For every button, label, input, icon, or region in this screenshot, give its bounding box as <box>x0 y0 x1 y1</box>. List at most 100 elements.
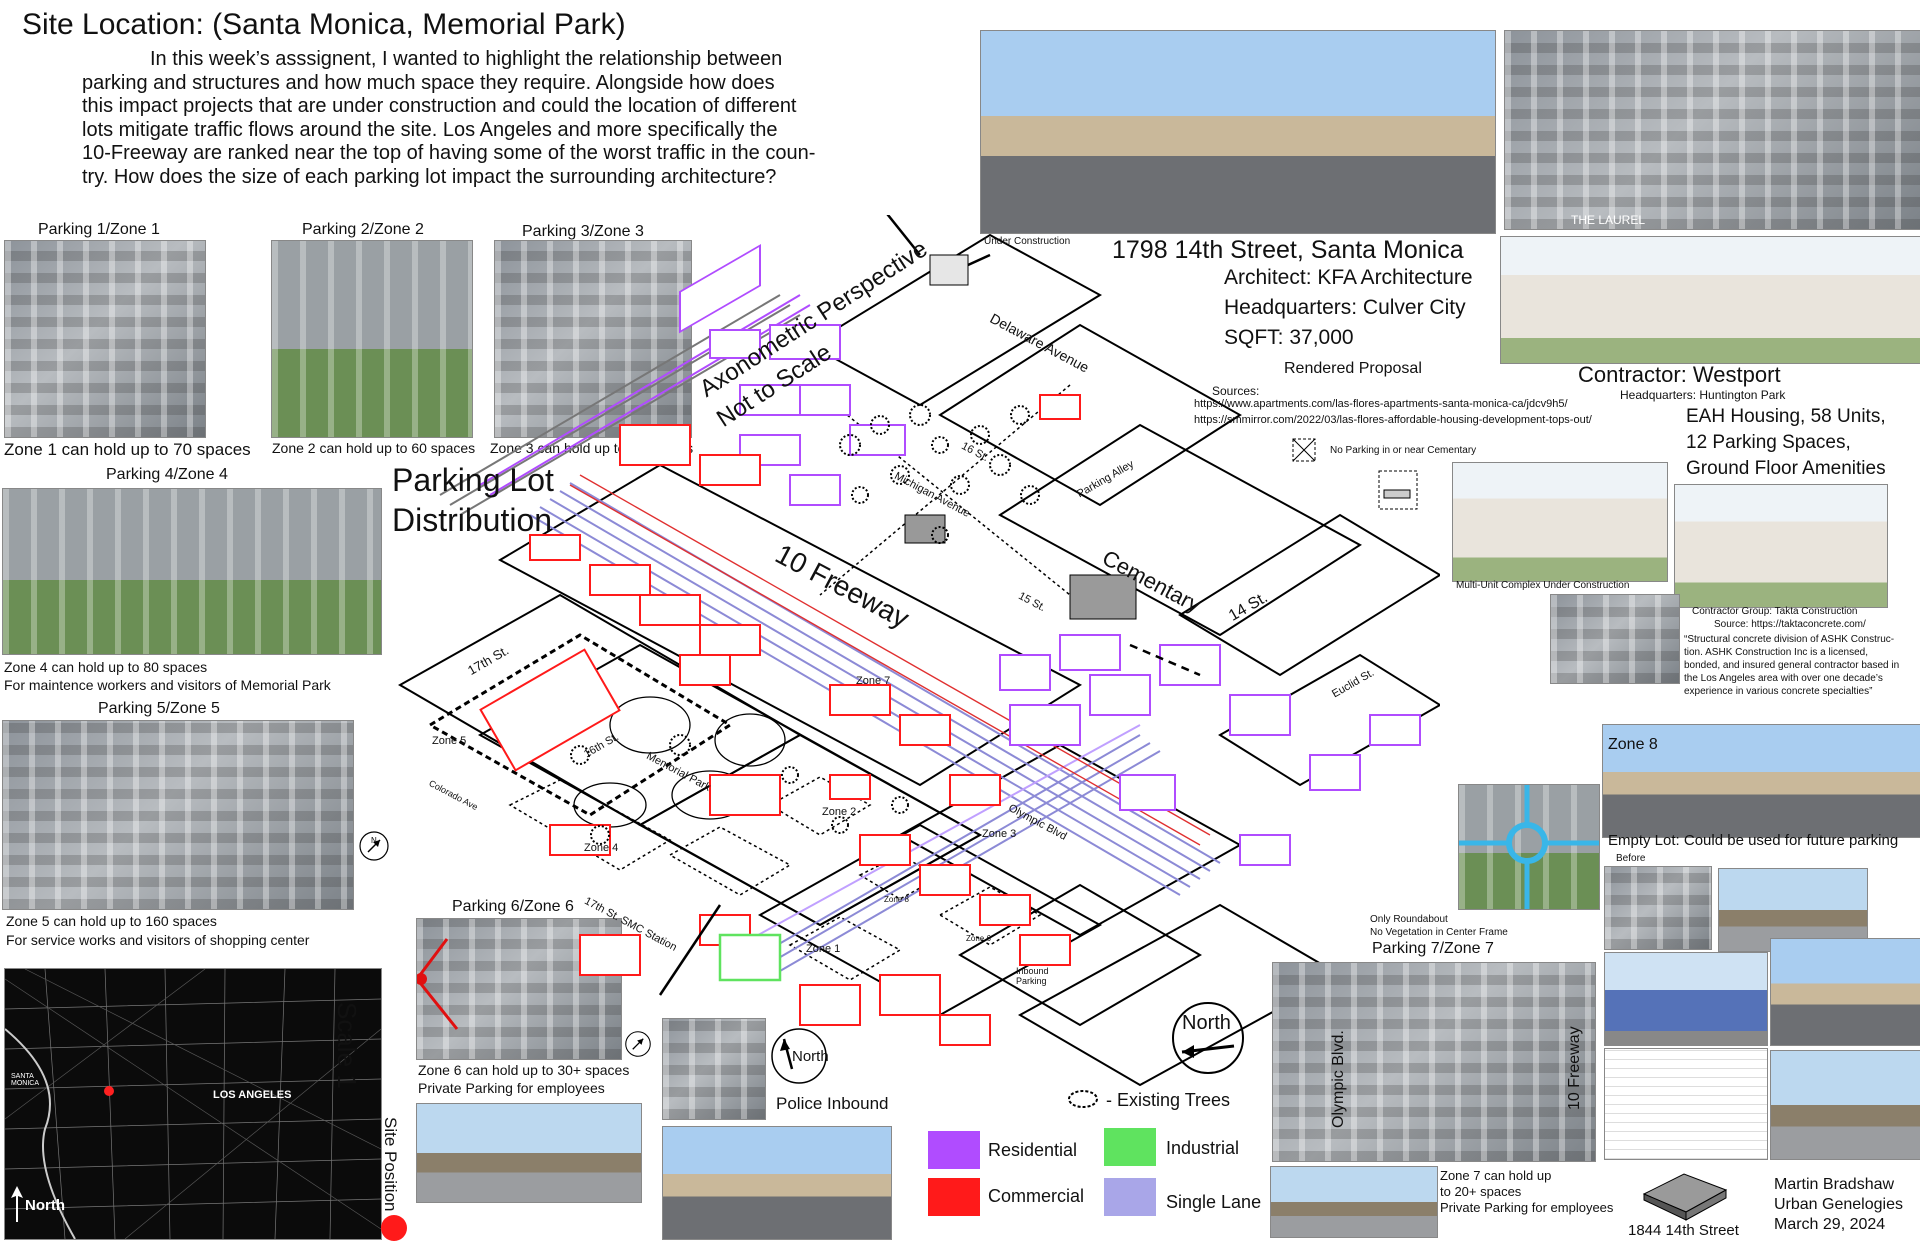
zone-6-label: Zone 6 <box>966 934 991 943</box>
parking-2-photo <box>271 240 473 438</box>
quote-line: tion. ASHK Construction Inc is a license… <box>1684 647 1868 658</box>
zone-8-photo <box>1602 724 1920 838</box>
legend-residential-swatch <box>928 1131 980 1169</box>
multi-unit-label: Multi-Unit Complex Under Construction <box>1456 580 1630 591</box>
north-compass-small-icon <box>771 1028 827 1084</box>
intro-line: lots mitigate traffic flows around the s… <box>82 118 778 141</box>
freeway-10-label: 10 Freeway <box>1566 1026 1583 1110</box>
zone-3-label: Zone 3 <box>982 828 1017 840</box>
the-laurel-aerial-photo: THE LAUREL <box>1504 30 1920 230</box>
parking-7-street-photo <box>1270 1166 1438 1238</box>
complex-photo-1 <box>1604 952 1768 1046</box>
roundabout-label-2: No Vegetation in Center Frame <box>1370 927 1508 938</box>
source-link-2[interactable]: https://smmirror.com/2022/03/las-flores-… <box>1194 414 1592 426</box>
parking-6-caption: Zone 6 can hold up to 30+ spaces <box>418 1062 630 1078</box>
takta-quote: “Structural concrete division of ASHK Co… <box>1684 633 1899 698</box>
rendered-proposal-photo <box>1500 236 1920 364</box>
rendered-proposal-label: Rendered Proposal <box>1284 360 1422 377</box>
zone-1-label: Zone 1 <box>806 943 841 955</box>
roundabout-label: Only Roundabout <box>1370 914 1448 925</box>
site-position-dot-icon <box>381 1215 407 1241</box>
eah-housing-3: Ground Floor Amenities <box>1686 458 1886 479</box>
north-arrow-small-icon: N <box>359 831 389 861</box>
inbound-parking-label: Inbound Parking <box>1016 966 1049 986</box>
eah-building-photo <box>1674 484 1888 608</box>
parking-5-title: Parking 5/Zone 5 <box>98 700 220 717</box>
police-inbound-label: Police Inbound <box>776 1094 889 1113</box>
parking-5-caption-2: For service works and visitors of shoppi… <box>6 932 310 948</box>
parking-6-street-photo <box>416 1103 642 1203</box>
parking-2-title: Parking 2/Zone 2 <box>302 221 424 238</box>
zone-7-label: Zone 7 <box>856 675 891 687</box>
legend-single-lane-label: Single Lane <box>1166 1192 1262 1212</box>
parking-4-photo <box>2 488 382 655</box>
parking-1-caption: Zone 1 can hold up to 70 spaces <box>4 440 251 459</box>
map-label-los-angeles: LOS ANGELES <box>213 1089 292 1101</box>
under-construction-label: Under Construction <box>984 236 1071 247</box>
north-compass-label: North <box>1182 1012 1231 1034</box>
no-parking-label: No Parking in or near Cementary <box>1330 445 1477 456</box>
tree-legend-icon <box>1068 1090 1098 1108</box>
author-course: Urban Genelogies <box>1774 1196 1903 1213</box>
olympic-blvd-label: Olympic Blvd. <box>1330 1030 1347 1128</box>
parking-5-caption: Zone 5 can hold up to 160 spaces <box>6 913 217 929</box>
parking-7-caption-2: to 20+ spaces <box>1440 1184 1522 1199</box>
quote-line: the Los Angeles area with over one decad… <box>1684 673 1883 684</box>
quote-line: “Structural concrete division of ASHK Co… <box>1684 634 1895 645</box>
before-label: Before <box>1616 853 1646 864</box>
document-photo <box>1604 1048 1768 1160</box>
project-hq: Headquarters: Culver City <box>1224 296 1466 319</box>
legend-trees-label: - Existing Trees <box>1106 1090 1231 1110</box>
legend-industrial-swatch <box>1104 1128 1156 1166</box>
source-link-1[interactable]: https://www.apartments.com/las-flores-ap… <box>1194 398 1568 410</box>
parking-7-title: Parking 7/Zone 7 <box>1372 940 1494 957</box>
zone-5-label: Zone 5 <box>432 735 467 747</box>
contractor-label: Contractor: Westport <box>1578 362 1781 387</box>
intro-paragraph: In this week’s asssignent, I wanted to h… <box>82 48 815 189</box>
legend-industrial-label: Industrial <box>1166 1138 1240 1158</box>
north-compass-icon <box>1172 1002 1244 1074</box>
takta-source: Source: https://taktaconcrete.com/ <box>1714 619 1866 630</box>
empty-lot-label: Empty Lot: Could be used for future park… <box>1608 832 1899 849</box>
zone-2-label: Zone 2 <box>822 806 857 818</box>
eah-housing-2: 12 Parking Spaces, <box>1686 432 1851 453</box>
parking-4-caption-2: For maintence workers and visitors of Me… <box>4 677 331 693</box>
address-1844: 1844 14th Street <box>1628 1222 1739 1239</box>
parking-7-caption-3: Private Parking for employees <box>1440 1200 1614 1215</box>
parking-2-caption: Zone 2 can hold up to 60 spaces <box>272 440 476 456</box>
quote-line: experience in various concrete specialti… <box>1684 686 1873 697</box>
map-north-arrow-icon <box>11 1186 23 1222</box>
los-angeles-map: LOS ANGELES SANTA MONICA North <box>4 968 382 1240</box>
author-date: March 29, 2024 <box>1774 1216 1886 1233</box>
legend-single-lane-swatch <box>1104 1178 1156 1216</box>
the-laurel-label: THE LAUREL <box>1571 213 1646 227</box>
zone-4-label: Zone 4 <box>584 842 619 854</box>
project-address: 1798 14th Street, Santa Monica <box>1112 236 1464 264</box>
parking-distribution-heading-2: Distribution <box>392 502 553 538</box>
sources-label: Sources: <box>1212 384 1260 398</box>
project-architect: Architect: KFA Architecture <box>1224 266 1473 289</box>
parking-6-caption-2: Private Parking for employees <box>418 1080 605 1096</box>
contractor-hq: Headquarters: Huntington Park <box>1620 388 1786 402</box>
scale-label: Scale 1 <box>332 1002 362 1089</box>
legend-commercial-swatch <box>928 1178 980 1216</box>
quote-line: bonded, and insured general contractor b… <box>1684 660 1900 671</box>
intro-line: 10-Freeway are ranked near the top of ha… <box>82 142 816 164</box>
intro-line: In this week’s asssignent, I wanted to h… <box>150 48 783 70</box>
multi-unit-photo <box>1452 462 1668 582</box>
parking-5-photo <box>2 720 354 910</box>
intro-line: parking and structures and how much spac… <box>82 71 775 94</box>
roundabout-photo <box>1458 784 1600 910</box>
parking-7-caption: Zone 7 can hold up <box>1440 1168 1552 1183</box>
multi-unit-aerial-photo <box>1550 594 1680 684</box>
zone-8-label: Zone 8 <box>1608 736 1658 753</box>
parking-4-caption: Zone 4 can hold up to 80 spaces <box>4 659 208 675</box>
page-title: Site Location: (Santa Monica, Memorial P… <box>22 8 626 41</box>
eah-housing-1: EAH Housing, 58 Units, <box>1686 406 1886 427</box>
parking-3-title: Parking 3/Zone 3 <box>522 223 644 240</box>
map-north-label: North <box>25 1197 65 1214</box>
project-sqft: SQFT: 37,000 <box>1224 326 1354 349</box>
legend-commercial-label: Commercial <box>988 1186 1085 1206</box>
parking-distribution-heading: Parking Lot <box>392 462 554 498</box>
author-name: Martin Bradshaw <box>1774 1176 1895 1193</box>
